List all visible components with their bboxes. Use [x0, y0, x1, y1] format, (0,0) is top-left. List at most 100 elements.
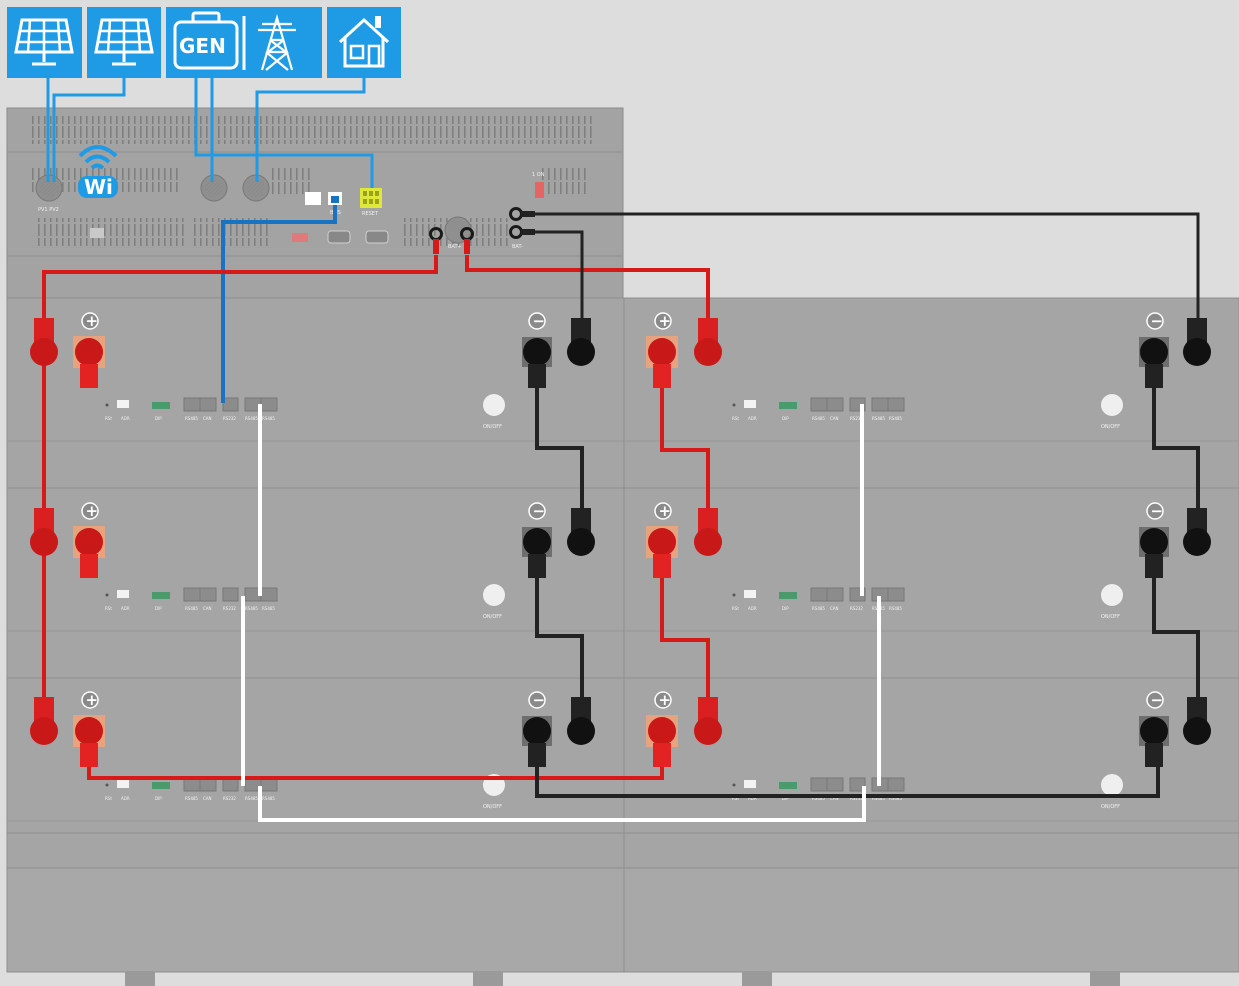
badge-ring	[81, 312, 99, 330]
positive-plug	[30, 508, 58, 556]
dip-switch	[744, 590, 756, 598]
badge-ring	[528, 502, 546, 520]
port-label-rs232: RS232	[223, 606, 236, 611]
port-label-can: CAN	[203, 606, 212, 611]
port-label-adr: ADR	[748, 796, 757, 801]
red-plug-head	[694, 528, 722, 556]
load-fan-connector	[242, 174, 270, 202]
dip-switch	[292, 233, 308, 242]
port-label-rst: RSt	[732, 416, 739, 421]
lug-sleeve	[521, 211, 535, 217]
red-plug-head	[30, 717, 58, 745]
port-label-can: CAN	[830, 796, 839, 801]
red-terminal	[75, 717, 103, 745]
black-plug-body	[1187, 697, 1207, 723]
house-icon	[327, 7, 401, 78]
rj45-port	[887, 397, 905, 412]
minus-badge: −	[528, 312, 546, 330]
batt-neg-label: BAT-	[512, 244, 523, 250]
plus-badge: +	[654, 691, 672, 709]
batt-pos-lug	[460, 227, 474, 254]
red-plug-body	[698, 508, 718, 534]
badge-sign: +	[659, 691, 672, 709]
switch-label: ON/OFF	[1101, 424, 1120, 430]
generator-icon: GEN	[173, 11, 239, 70]
rj45-port	[826, 587, 844, 602]
terminal-block	[152, 782, 170, 789]
plus-badge: +	[654, 312, 672, 330]
red-plug-body	[34, 318, 54, 344]
rj45-port	[849, 777, 866, 792]
negative-interstack-wire	[535, 750, 1160, 798]
grid-tower-icon	[258, 14, 296, 71]
dip-switch	[117, 400, 129, 408]
cabinet-plinth	[623, 832, 1239, 869]
terminal-block	[779, 782, 797, 789]
badge-ring	[81, 691, 99, 709]
badge-sign: −	[1151, 502, 1164, 520]
lug-sleeve	[521, 229, 535, 235]
negative-plug	[1183, 697, 1211, 745]
negative-lead-sleeve	[1145, 554, 1163, 578]
cabinet-foot	[742, 972, 772, 986]
batt-neg-lug	[509, 225, 535, 239]
negative-stud	[522, 716, 552, 746]
black-plug-head	[1183, 528, 1211, 556]
battery-panel	[623, 487, 1239, 679]
negative-stud	[1139, 337, 1169, 367]
negative-lead-sleeve	[528, 364, 546, 388]
serial-port-1	[327, 230, 351, 244]
negative-jumper	[535, 560, 584, 720]
black-plug-head	[567, 717, 595, 745]
port-label-rs485: RS485	[262, 606, 275, 611]
rj45-port	[260, 397, 278, 412]
port-label-rs485: RS485	[889, 416, 902, 421]
rj45-port	[183, 397, 201, 412]
gen-wire	[194, 78, 374, 188]
black-terminal	[523, 528, 551, 556]
port-label-dip: DIP	[782, 416, 789, 421]
port-label-rst: RSt	[105, 796, 112, 801]
minus-badge: −	[528, 502, 546, 520]
switch-label: ON/OFF	[1101, 614, 1120, 620]
grid-fan-connector	[200, 174, 228, 202]
port-label-can: CAN	[830, 606, 839, 611]
generator-grid-box: GEN	[166, 7, 322, 78]
red-terminal	[75, 528, 103, 556]
rj45-port	[887, 587, 905, 602]
badge-sign: −	[533, 502, 546, 520]
rj45-port	[810, 777, 828, 792]
positive-stud	[646, 715, 678, 747]
negative-lead-sleeve	[1145, 364, 1163, 388]
rj45-port	[199, 397, 217, 412]
negative-stud	[1139, 716, 1169, 746]
black-plug-head	[567, 338, 595, 366]
badge-ring	[1146, 502, 1164, 520]
rj45-port	[222, 587, 239, 602]
port-label-rs485: RS485	[872, 796, 885, 801]
black-terminal	[523, 338, 551, 366]
terminal-block	[779, 592, 797, 599]
red-plug-body	[34, 508, 54, 534]
positive-lead-sleeve	[80, 364, 98, 388]
terminal-block	[152, 592, 170, 599]
red-plug-body	[698, 318, 718, 344]
battery-panel	[6, 297, 625, 489]
cabinet-foot	[473, 972, 503, 986]
source-icons: GEN	[7, 7, 401, 78]
negative-stud	[522, 527, 552, 557]
negative-stud	[1139, 527, 1169, 557]
negative-stud	[522, 337, 552, 367]
port-label-adr: ADR	[121, 606, 130, 611]
led-indicator	[105, 593, 109, 597]
terminals: +−+−+−+−+−+−	[30, 207, 1211, 767]
positive-lead-sleeve	[80, 554, 98, 578]
plus-badge: +	[81, 691, 99, 709]
badge-ring	[528, 312, 546, 330]
gen-label: GEN	[179, 34, 226, 58]
rj45-port	[871, 397, 889, 412]
